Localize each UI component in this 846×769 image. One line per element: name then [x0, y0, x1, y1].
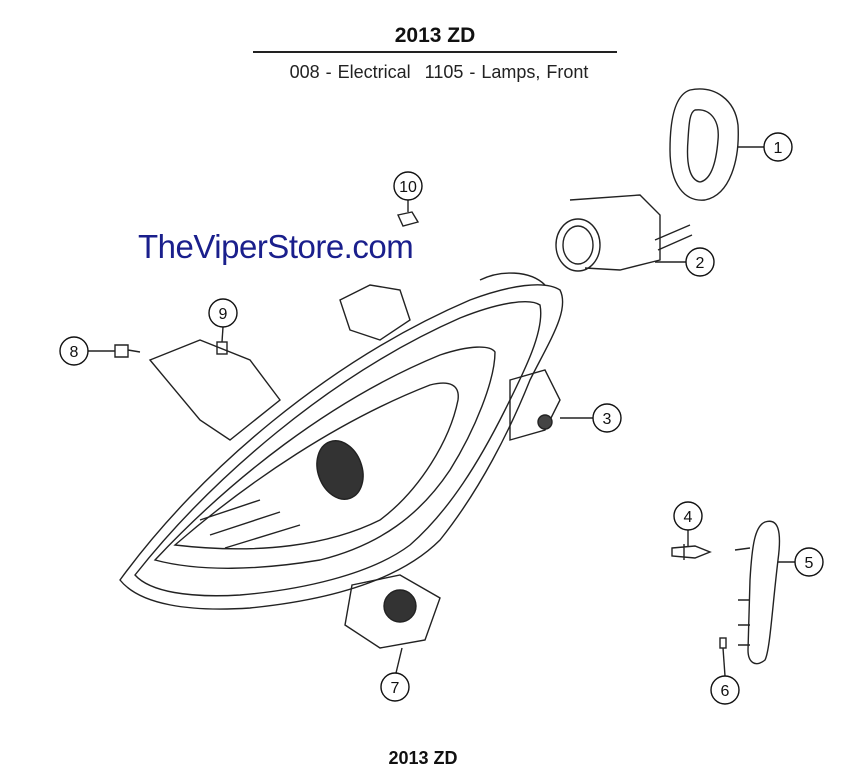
headlamp-assembly — [119, 272, 564, 610]
svg-text:10: 10 — [399, 179, 417, 196]
subgroup-label: 1105 - Lamps, Front — [424, 62, 589, 82]
part-7-ballast — [344, 574, 441, 649]
callout-8[interactable]: 8 — [59, 336, 89, 366]
callout-9[interactable]: 9 — [208, 298, 238, 328]
callout-7[interactable]: 7 — [380, 672, 410, 702]
svg-text:2: 2 — [696, 255, 705, 272]
callout-2[interactable]: 2 — [685, 247, 715, 277]
diagram-subtitle: 008 - Electrical 1105 - Lamps, Front — [0, 62, 846, 83]
callout-6[interactable]: 6 — [710, 675, 740, 705]
svg-text:5: 5 — [805, 555, 814, 572]
part-2-fog-lamp — [555, 194, 693, 272]
part-5-side-marker — [747, 520, 781, 665]
svg-text:3: 3 — [603, 411, 612, 428]
svg-text:9: 9 — [219, 306, 228, 323]
svg-text:6: 6 — [721, 683, 730, 700]
part-4-bulb — [671, 544, 712, 560]
part-6-screw — [719, 637, 727, 649]
callout-3[interactable]: 3 — [592, 403, 622, 433]
title-divider — [253, 51, 617, 53]
part-8-screw — [114, 344, 141, 358]
callout-10[interactable]: 10 — [393, 171, 423, 201]
callout-1[interactable]: 1 — [763, 132, 793, 162]
store-watermark: TheViperStore.com — [138, 228, 414, 265]
svg-text:8: 8 — [70, 344, 79, 361]
part-1-housing — [669, 88, 739, 201]
svg-text:7: 7 — [391, 680, 400, 697]
svg-text:1: 1 — [774, 140, 783, 157]
diagram-title: 2013 ZD — [394, 24, 476, 47]
group-label: 008 - Electrical — [289, 62, 411, 82]
callout-4[interactable]: 4 — [673, 501, 703, 531]
part-10-clip — [397, 211, 420, 227]
svg-text:4: 4 — [684, 509, 693, 526]
leader-lines — [88, 146, 795, 677]
footer-title: 2013 ZD — [388, 748, 458, 768]
callout-5[interactable]: 5 — [794, 547, 824, 577]
